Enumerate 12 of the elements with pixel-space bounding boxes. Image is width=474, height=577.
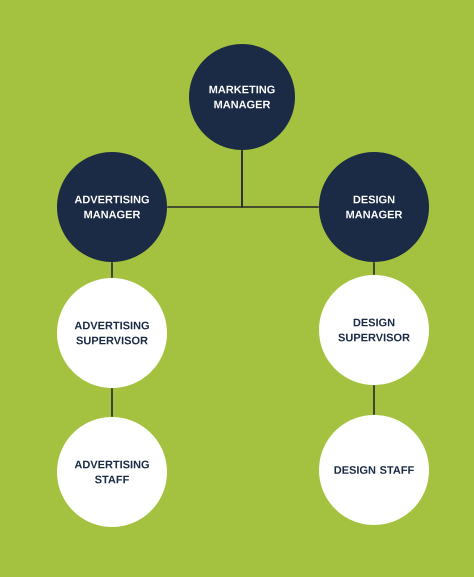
circle-node: ADVERTISING SUPERVISOR	[57, 278, 167, 388]
connector-line	[111, 262, 113, 278]
connector-line	[111, 388, 113, 417]
circle-node: ADVERTISING STAFF	[57, 417, 167, 527]
connector-line	[373, 262, 375, 275]
circle-node: DESIGN MANAGER	[319, 152, 429, 262]
connector-line	[241, 150, 319, 208]
circle-node: MARKETING MANAGER	[189, 44, 295, 150]
circle-node: DESIGN STAFF	[319, 415, 429, 525]
connector-line	[373, 385, 375, 415]
circle-node: DESIGN SUPERVISOR	[319, 275, 429, 385]
circle-node: ADVERTISING MANAGER	[57, 152, 167, 262]
